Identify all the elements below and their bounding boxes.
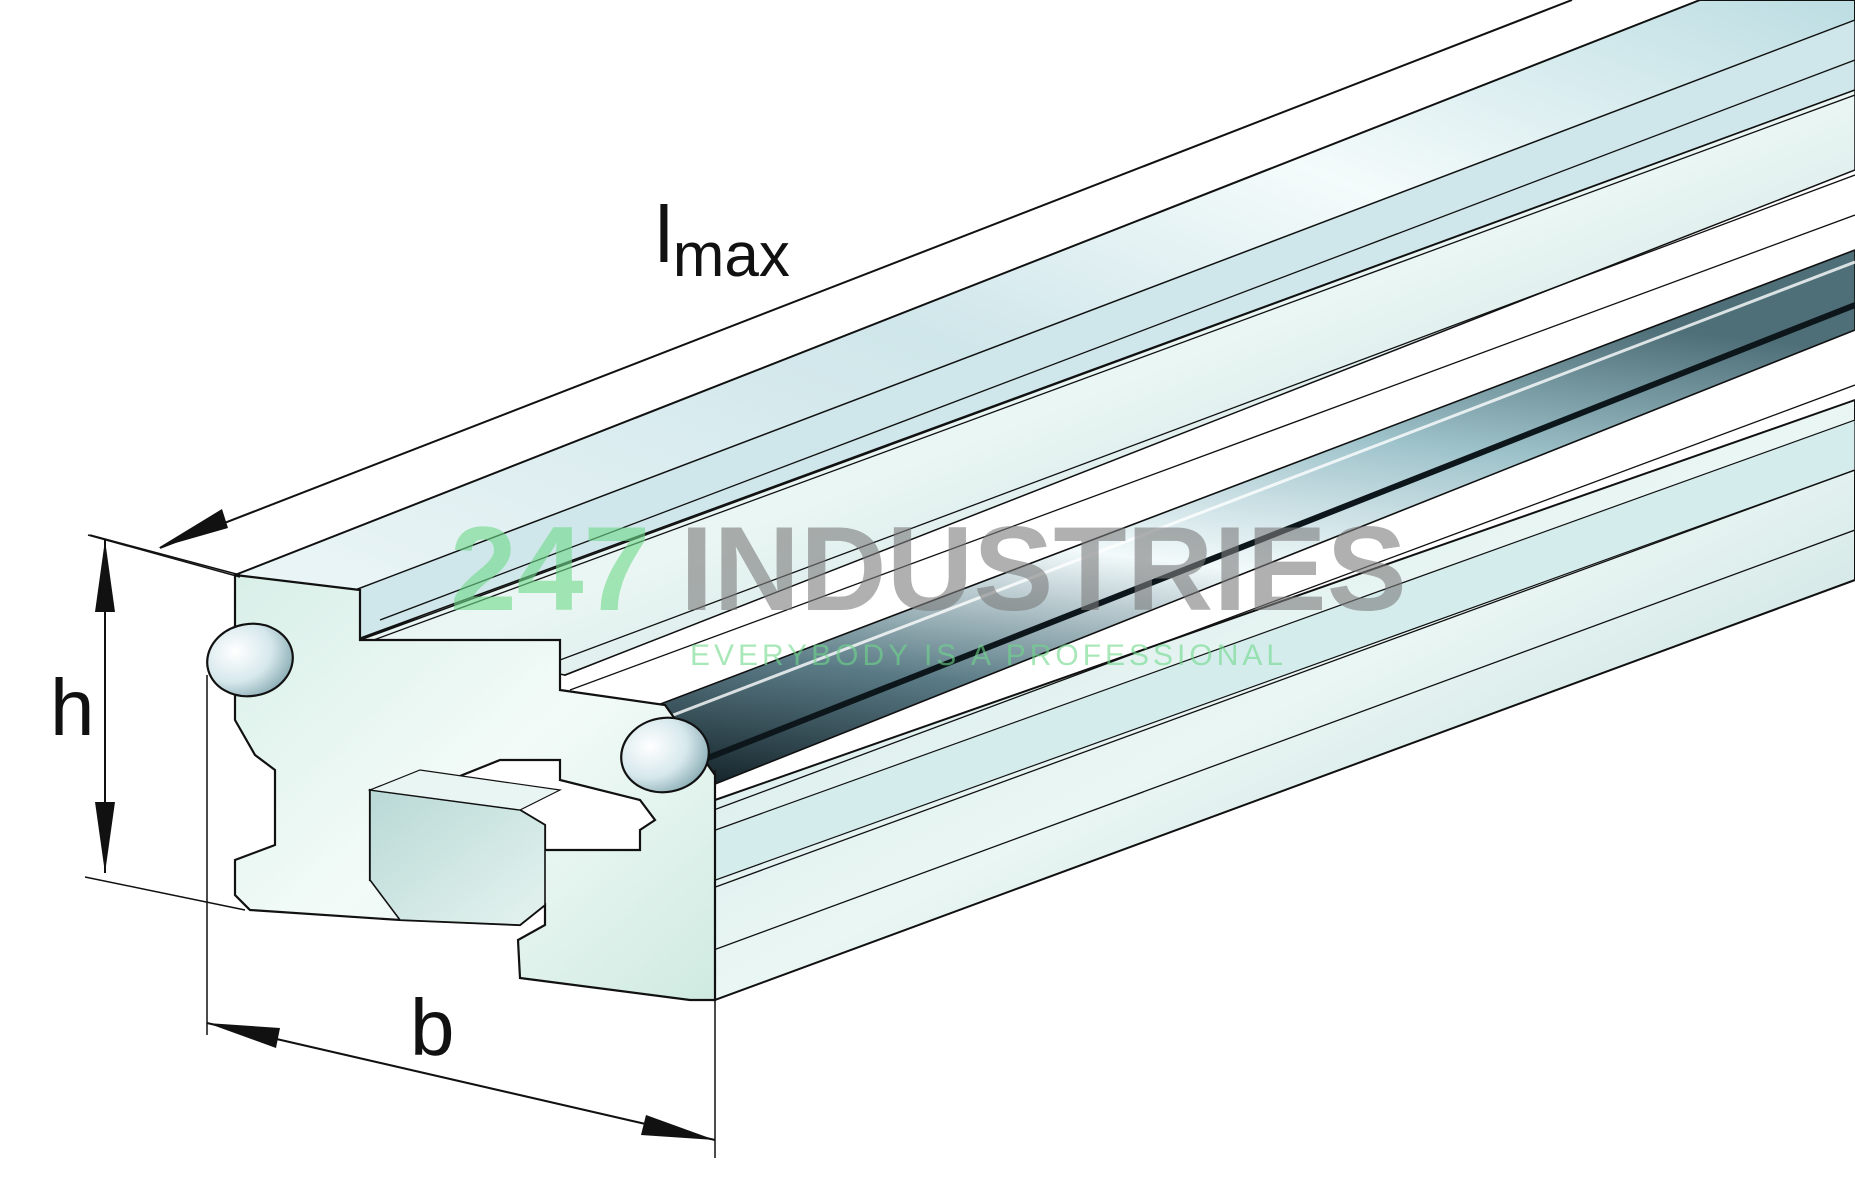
height-extension-top xyxy=(87,534,241,578)
watermark-tagline: EVERYBODY IS A PROFESSIONAL xyxy=(690,639,1287,672)
slot-back-wall xyxy=(367,769,562,811)
watermark-brand: INDUSTRIES xyxy=(680,502,1407,636)
length-dimension-line xyxy=(159,0,1573,549)
shaft-ends xyxy=(206,622,710,794)
width-dimension-line xyxy=(206,1022,716,1141)
dimension-height: h xyxy=(50,534,246,911)
height-arrowhead-top xyxy=(95,540,115,612)
height-arrowhead-bottom xyxy=(95,802,115,873)
width-arrowhead-left xyxy=(207,1023,280,1048)
center-slot-floor xyxy=(369,789,546,926)
length-label-main: l xyxy=(655,190,673,279)
width-label: b xyxy=(410,983,455,1072)
right-shaft-end xyxy=(620,716,710,794)
rail-body xyxy=(231,0,1855,1002)
watermark-number: 247 xyxy=(450,502,650,636)
length-label: lmax xyxy=(655,190,790,290)
rail-contour-lines xyxy=(359,59,1855,1001)
left-shaft-end xyxy=(206,622,294,698)
dimension-width: b xyxy=(206,675,716,1158)
length-extension-line xyxy=(89,534,241,576)
width-arrowhead-right xyxy=(641,1115,715,1140)
length-arrowhead xyxy=(158,509,228,548)
length-label-sub: max xyxy=(673,221,790,290)
dimension-length: lmax xyxy=(89,0,1573,576)
watermark: 247 INDUSTRIES EVERYBODY IS A PROFESSION… xyxy=(450,502,1407,672)
height-label: h xyxy=(50,663,95,752)
height-extension-bottom xyxy=(84,876,246,911)
